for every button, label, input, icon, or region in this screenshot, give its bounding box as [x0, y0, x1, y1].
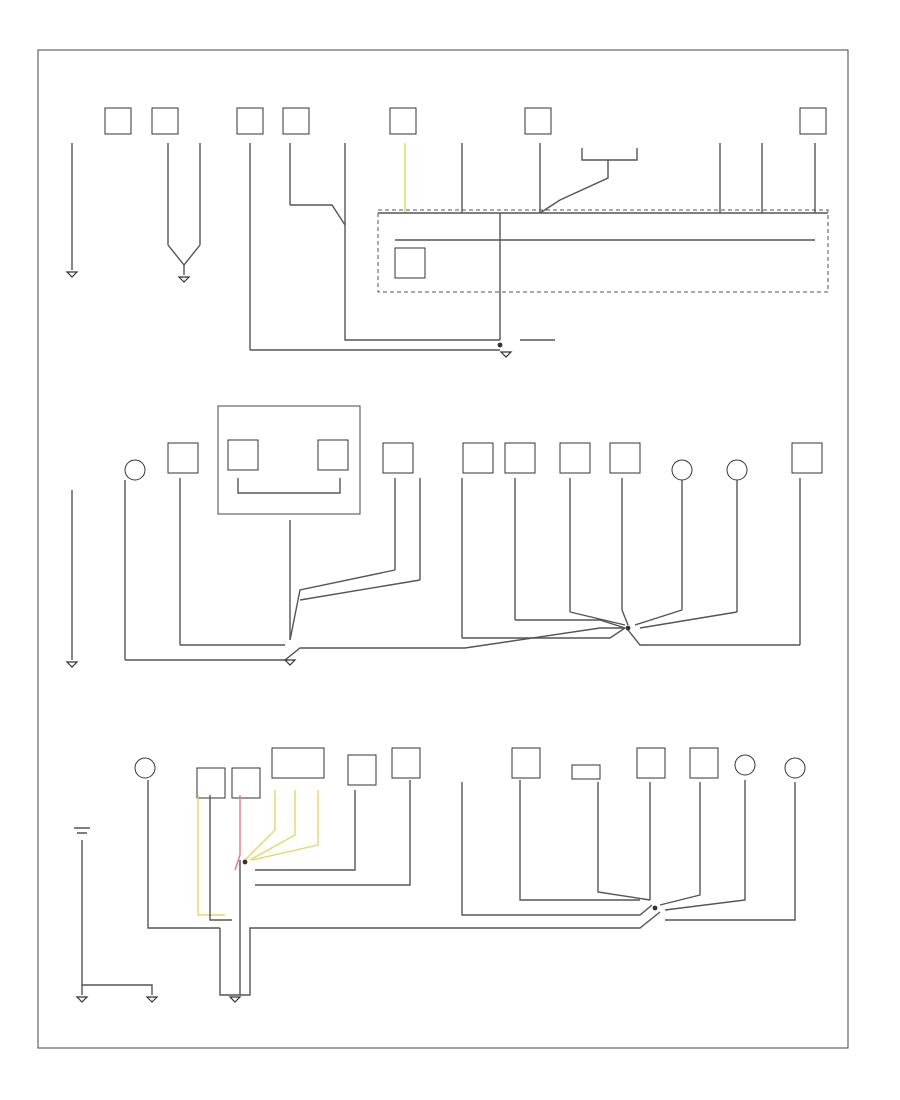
connector-block	[196, 767, 226, 799]
wire	[237, 478, 341, 494]
ground-terminal-icon	[75, 996, 89, 1003]
wire	[255, 780, 411, 886]
lamp-bulb-icon	[726, 459, 748, 481]
wire	[125, 627, 625, 661]
wire	[597, 782, 651, 901]
wire-yellow	[251, 790, 319, 861]
harness-outline	[377, 209, 829, 293]
ground-splice-icon	[625, 625, 631, 631]
ground-splice-icon	[242, 859, 248, 865]
connector-block	[524, 107, 552, 135]
ground-terminal-icon	[65, 661, 79, 668]
wire	[167, 244, 201, 267]
wire	[659, 782, 701, 906]
subassembly-outline	[217, 405, 361, 515]
connector-block	[231, 767, 261, 799]
section-top-grounds	[65, 107, 829, 358]
connector-block	[394, 247, 426, 279]
wire-red	[234, 795, 241, 871]
wire	[664, 780, 746, 911]
connector-block	[382, 442, 414, 474]
ground-terminal-icon	[145, 996, 159, 1003]
connector-block	[389, 107, 417, 135]
ground-splice-icon	[497, 342, 503, 348]
section-middle-grounds	[65, 405, 823, 668]
wire	[461, 782, 653, 916]
ground-terminal-icon	[65, 271, 79, 278]
wire	[569, 611, 626, 626]
lamp-bulb-icon	[134, 757, 156, 779]
connector-block	[609, 442, 641, 474]
wire	[255, 790, 356, 871]
wire	[344, 225, 500, 341]
connector-block	[462, 442, 494, 474]
connector-block	[511, 747, 541, 779]
connector-block	[636, 747, 666, 779]
connector-block	[559, 442, 591, 474]
ground-terminal-icon	[283, 659, 297, 666]
wire	[289, 569, 396, 641]
connector-block	[227, 439, 259, 471]
connector-block	[791, 442, 823, 474]
wire	[147, 780, 220, 929]
lamp-bulb-icon	[124, 459, 146, 481]
connector-block	[282, 107, 310, 135]
connector-block	[504, 442, 536, 474]
ground-terminal-icon	[228, 996, 242, 1003]
ground-splice-icon	[652, 905, 658, 911]
connector-block	[317, 439, 349, 471]
connector-block	[104, 107, 132, 135]
wire	[665, 782, 796, 921]
wire-yellow	[244, 790, 276, 861]
connector-block	[689, 747, 719, 779]
lamp-bulb-icon	[784, 757, 806, 779]
connector-block	[151, 107, 179, 135]
wire	[621, 609, 629, 626]
wire	[299, 579, 421, 601]
lamp-bulb-icon	[671, 459, 693, 481]
wire	[519, 780, 640, 901]
section-bottom-grounds	[74, 747, 806, 1003]
wire	[639, 611, 738, 629]
connector-block	[391, 747, 421, 779]
ground-terminal-icon	[499, 351, 513, 358]
diagram-frame	[37, 49, 849, 1049]
wire-yellow	[197, 795, 225, 916]
battery-symbol-icon	[74, 827, 90, 834]
wire	[634, 609, 683, 626]
connector-block	[347, 754, 377, 786]
wire	[515, 619, 626, 629]
wire	[539, 160, 609, 214]
connector-block	[271, 747, 325, 779]
wire	[290, 204, 346, 226]
connector-block	[799, 107, 827, 135]
wire	[81, 840, 153, 995]
wire-yellow	[249, 790, 296, 861]
connector-block	[167, 442, 199, 474]
connector-block	[236, 107, 264, 135]
wire	[627, 629, 800, 646]
wire	[219, 911, 661, 996]
wire	[209, 795, 232, 921]
connector-block	[571, 764, 601, 780]
ground-terminal-icon	[177, 276, 191, 283]
wire	[581, 148, 638, 161]
lamp-bulb-icon	[734, 754, 756, 776]
wire	[462, 627, 626, 639]
